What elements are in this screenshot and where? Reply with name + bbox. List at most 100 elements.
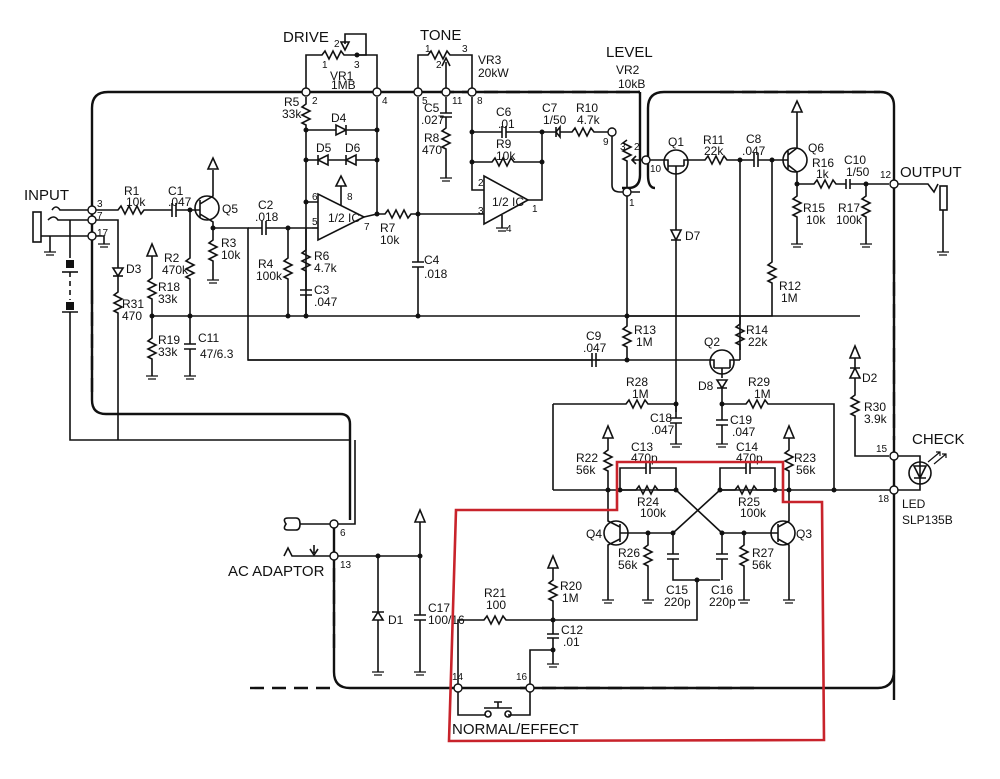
r11-value: 22k [704,144,724,158]
r24-ref: R24 [637,495,659,509]
vr1-value: 1MB [331,78,356,92]
d2-label: D2 [862,371,878,385]
pin-17 [87,231,97,241]
pin-12 [889,179,899,189]
q1-fet [650,149,700,230]
input-label: INPUT [24,187,69,204]
pin-label: 16 [516,672,528,683]
c7-value: 1/50 [543,113,567,127]
pin-15 [889,451,899,461]
output-label: OUTPUT [900,164,962,181]
pin-label: 18 [878,494,890,505]
pin-label: 8 [347,192,353,203]
opamp-tone [483,174,530,226]
r10-value: 4.7k [577,113,601,127]
c18-ref: C18 [650,411,672,425]
pin-1 [622,187,632,197]
q6-transistor [772,99,808,184]
pin-label: 3 [462,44,468,55]
r22-ref: R22 [576,451,598,465]
pin-label: 13 [340,560,352,571]
pin-18 [889,485,899,495]
pin-label: 4 [506,224,512,235]
pin-7 [87,215,97,225]
r6-ref: R6 [314,249,330,263]
pin-5 [413,87,423,97]
r8-ref: R8 [424,131,440,145]
r13-value: 1M [636,335,653,349]
r30-value: 3.9k [864,412,888,426]
r13-ref: R13 [634,323,656,337]
r4-value: 100k [256,269,283,283]
pin-6 [329,519,339,529]
normal-effect-footswitch[interactable] [457,692,531,718]
vr1-ref: VR1 [330,69,354,83]
r16-value: 1k [816,167,830,181]
d3-label: D3 [126,262,142,276]
r28-ref: R28 [626,375,648,389]
r18-value: 33k [158,292,178,306]
r17-value: 100k [836,213,863,227]
c5-ref: C5 [424,101,440,115]
pin-label: 4 [382,96,388,107]
d5-label: D5 [316,141,332,155]
pin-label: 2 [312,96,318,107]
pin-label: 5 [422,96,428,107]
r6-value: 4.7k [314,261,338,275]
c11-value: 47/6.3 [200,347,234,361]
r19-value: 33k [158,345,178,359]
pin-label: 2 [478,178,484,189]
r3-value: 10k [221,248,241,262]
c2-ref: C2 [258,198,274,212]
r7-ref: R7 [380,221,396,235]
r9-ref: R9 [496,137,512,151]
drive-label: DRIVE [283,29,329,46]
r5-ref: R5 [284,95,300,109]
pin-label: 3 [478,206,484,217]
highlight-region [447,460,826,743]
ac-adaptor-label: AC ADAPTOR [228,563,325,580]
pin-label: 11 [452,96,463,107]
tone-label: TONE [420,27,461,44]
c9-value: .047 [583,341,607,355]
c6-ref: C6 [496,105,512,119]
r18-ref: R18 [158,280,180,294]
led-part-label: SLP135B [902,513,953,527]
c16-ref: C16 [711,583,733,597]
normal-effect-label: NORMAL/EFFECT [452,721,579,738]
vr3-ref: VR3 [478,53,502,67]
opamp-drive [317,192,366,242]
r11-ref: R11 [703,133,724,147]
pin-label: 8 [477,96,483,107]
r21-value: 100 [486,598,506,612]
pin-label: 1 [425,44,431,55]
r9-value: 10k [496,149,516,163]
r24-value: 100k [640,506,667,520]
c8-ref: C8 [746,132,762,146]
r8-value: 470 [422,143,442,157]
r2-value: 470k [162,263,189,277]
check-label: CHECK [912,431,965,448]
c10-ref: C10 [844,153,866,167]
c1-value: .047 [168,195,192,209]
pin-9 [607,127,617,137]
pin-11 [441,87,451,97]
r12-ref: R12 [779,279,801,293]
pin-4 [372,87,382,97]
q2-fet [709,349,740,378]
r4-ref: R4 [258,257,274,271]
pin-label: 5 [312,217,318,228]
pin-label: 6 [312,192,318,203]
r23-value: 56k [796,463,816,477]
q4-transistor [603,490,673,600]
led-label: LED [902,497,926,511]
pin-label: 1 [322,60,328,71]
c3-value: .047 [314,295,338,309]
c19-ref: C19 [730,413,752,427]
d4-label: D4 [331,111,347,125]
q3-label: Q3 [796,527,812,541]
c11-ref: C11 [198,331,219,345]
r23-ref: R23 [794,451,816,465]
pin-label: 1 [532,204,538,215]
c6-value: .01 [498,117,515,131]
